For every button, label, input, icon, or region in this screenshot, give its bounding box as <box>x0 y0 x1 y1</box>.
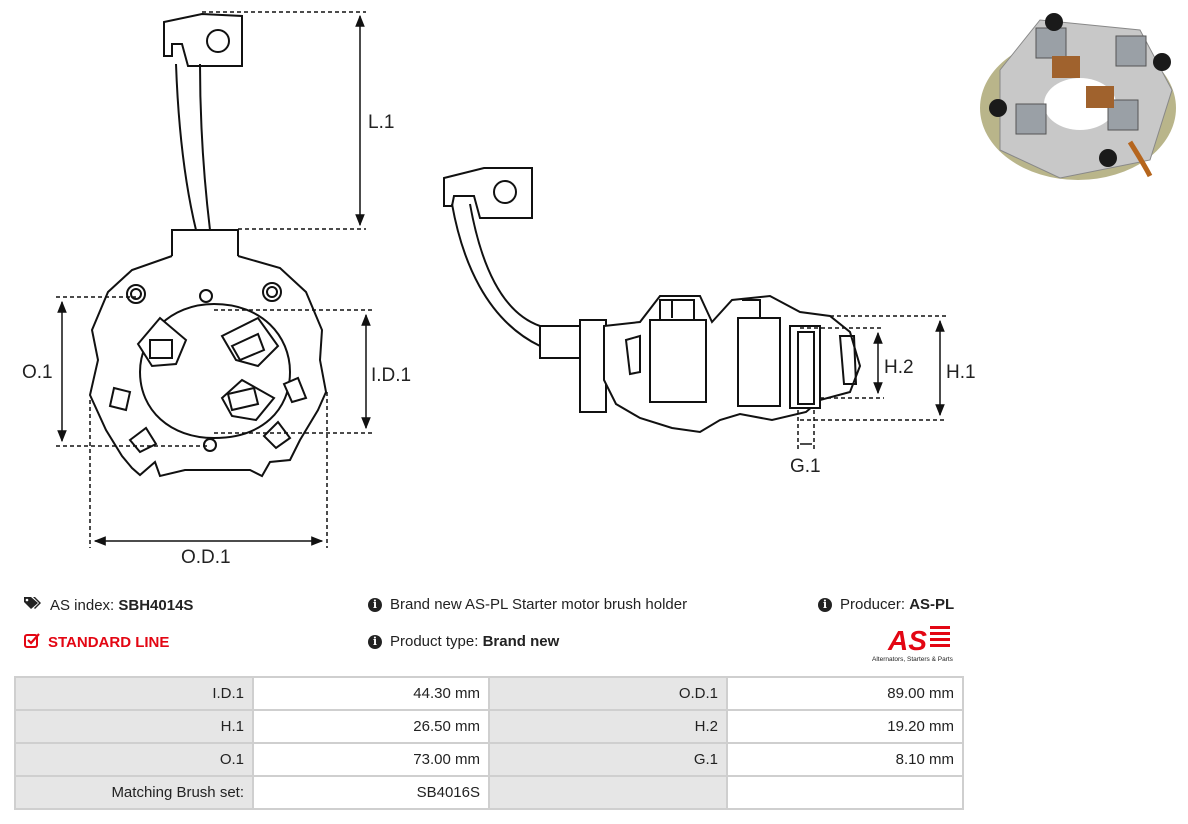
dim-label-od1: O.D.1 <box>181 547 231 568</box>
product-type-label: Product type: <box>390 633 479 650</box>
producer-value: AS-PL <box>909 596 955 613</box>
spec-value: 73.00 mm <box>252 742 490 777</box>
as-pl-logo: AS Alternators, Starters & Parts <box>872 625 954 663</box>
spec-value: 8.10 mm <box>726 742 964 777</box>
side-dimensions <box>797 315 946 450</box>
dim-label-l1: L.1 <box>368 112 394 133</box>
table-row: I.D.1 44.30 mm O.D.1 89.00 mm <box>14 676 964 711</box>
spec-table: I.D.1 44.30 mm O.D.1 89.00 mm H.1 26.50 … <box>14 676 964 810</box>
info-circle-icon: i <box>368 634 382 649</box>
producer-label: Producer: <box>840 596 906 613</box>
spec-value: 19.20 mm <box>726 709 964 744</box>
logo-mark: AS <box>887 625 927 656</box>
as-index: AS index: SBH4014S <box>24 596 193 614</box>
producer: i Producer: AS-PL <box>818 596 954 613</box>
dim-label-id1: I.D.1 <box>371 365 411 386</box>
product-photo <box>980 13 1176 180</box>
spec-label: Matching Brush set: <box>14 775 254 810</box>
side-view <box>443 167 862 434</box>
dim-label-g1: G.1 <box>790 456 821 477</box>
spec-empty-cell <box>726 775 964 810</box>
product-type-value: Brand new <box>482 633 560 650</box>
technical-drawing: L.1 O.1 I.D.1 O.D.1 H.2 H.1 G.1 <box>22 11 1176 568</box>
spec-label: G.1 <box>488 742 728 777</box>
dim-label-h1: H.1 <box>946 362 976 383</box>
table-row: Matching Brush set: SB4016S <box>14 775 964 810</box>
spec-value: 89.00 mm <box>726 676 964 711</box>
logo-tagline: Alternators, Starters & Parts <box>872 656 954 663</box>
spec-label: I.D.1 <box>14 676 254 711</box>
front-view <box>88 12 328 478</box>
dim-label-o1: O.1 <box>22 362 53 383</box>
tags-icon <box>24 596 42 614</box>
spec-empty-cell <box>488 775 728 810</box>
standard-line-label: STANDARD LINE <box>48 634 170 651</box>
front-dimensions <box>56 11 372 548</box>
standard-line: STANDARD LINE <box>24 633 169 652</box>
table-row: H.1 26.50 mm H.2 19.20 mm <box>14 709 964 744</box>
as-index-label: AS index: <box>50 596 115 614</box>
description: i Brand new AS-PL Starter motor brush ho… <box>368 596 687 613</box>
check-square-icon <box>24 633 40 652</box>
info-circle-icon: i <box>818 597 832 612</box>
as-index-value: SBH4014S <box>118 596 194 614</box>
spec-value: SB4016S <box>252 775 490 810</box>
description-text: Brand new AS-PL Starter motor brush hold… <box>390 596 688 613</box>
info-circle-icon: i <box>368 597 382 612</box>
spec-label: H.1 <box>14 709 254 744</box>
spec-label: O.D.1 <box>488 676 728 711</box>
spec-value: 44.30 mm <box>252 676 490 711</box>
spec-value: 26.50 mm <box>252 709 490 744</box>
product-type: i Product type: Brand new <box>368 633 559 650</box>
dim-label-h2: H.2 <box>884 357 914 378</box>
spec-label: O.1 <box>14 742 254 777</box>
table-row: O.1 73.00 mm G.1 8.10 mm <box>14 742 964 777</box>
spec-label: H.2 <box>488 709 728 744</box>
